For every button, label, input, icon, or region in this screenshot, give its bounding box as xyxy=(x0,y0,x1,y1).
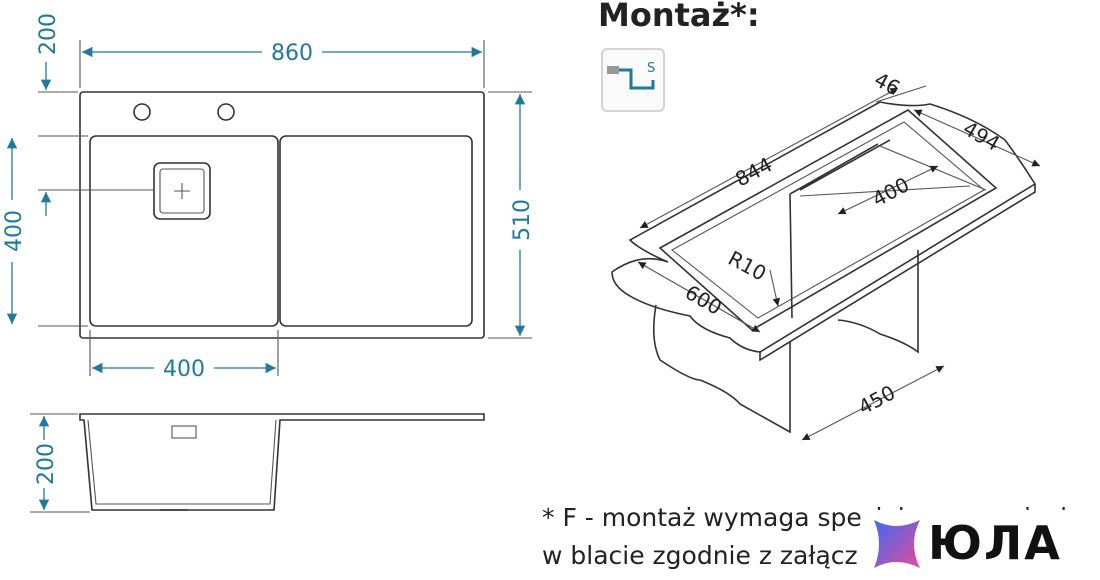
cabinet-right xyxy=(837,250,919,354)
dim-height: 200 xyxy=(34,443,59,485)
dim-depth-iso: 494 xyxy=(959,116,1004,156)
drain-outer xyxy=(153,162,211,220)
dim-width: 860 xyxy=(271,41,313,66)
drain-center xyxy=(174,183,190,199)
dim-top-margin: 200 xyxy=(36,13,61,55)
mounting-type-label: S xyxy=(647,61,655,76)
drain-inner xyxy=(159,168,205,214)
dim-rim: 46 xyxy=(870,67,904,100)
mounting-heading: Montaż*: xyxy=(598,0,760,34)
mounting-type-icon: S xyxy=(601,48,665,112)
bowl-outline xyxy=(89,135,279,327)
tap-hole xyxy=(133,103,151,121)
logo: ЮЛА xyxy=(862,510,1100,580)
side-view: 200 xyxy=(30,413,485,513)
sink-outline xyxy=(79,91,485,339)
dim-front: 600 xyxy=(681,280,726,320)
note-line-2: w blacie zgodnie z załącz xyxy=(542,541,858,570)
dim-depth: 510 xyxy=(510,199,535,241)
logo-mark-icon xyxy=(874,520,920,568)
dim-radius: R10 xyxy=(724,246,770,286)
tap-hole xyxy=(217,103,235,121)
logo-text: ЮЛА xyxy=(928,516,1062,570)
top-view: 860 510 400 200 400 xyxy=(2,13,535,382)
drainboard-outline xyxy=(279,135,473,327)
dim-cabinet: 450 xyxy=(854,380,899,419)
dim-bowl-width: 400 xyxy=(163,357,205,382)
sink-profile xyxy=(79,413,485,511)
overflow-slot xyxy=(171,425,197,439)
cabinet-left xyxy=(652,304,791,434)
dim-bowl-iso: 400 xyxy=(868,172,913,211)
dim-bowl-depth: 400 xyxy=(2,210,27,252)
isometric-view: 844 494 46 400 R10 600 450 xyxy=(611,67,1041,441)
